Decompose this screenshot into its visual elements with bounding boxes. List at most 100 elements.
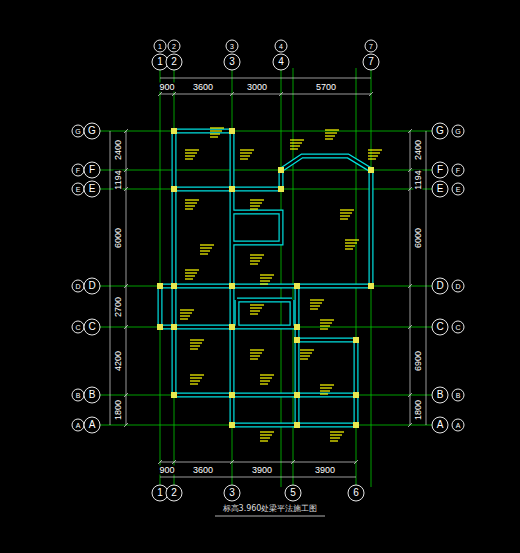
beam-core bbox=[160, 326, 297, 329]
axis-bubble bbox=[452, 125, 464, 137]
column bbox=[157, 283, 163, 289]
annotation-mark bbox=[190, 380, 200, 381]
dimension-text: 900 bbox=[158, 466, 175, 475]
tick bbox=[124, 284, 128, 288]
drawing-caption: 标高3.960处梁平法施工图 bbox=[223, 505, 318, 513]
column bbox=[294, 283, 300, 289]
annotation-mark bbox=[185, 205, 195, 206]
axis-label: B bbox=[437, 390, 444, 400]
axis-bubble bbox=[285, 485, 301, 501]
columns bbox=[157, 128, 374, 428]
annotation-mark bbox=[250, 313, 258, 314]
annotation-mark bbox=[250, 310, 260, 311]
axis-bubbles bbox=[72, 40, 464, 501]
column bbox=[278, 186, 284, 192]
dimension-text: 1800 bbox=[114, 399, 123, 421]
tick bbox=[230, 92, 234, 96]
axis-label: D bbox=[88, 281, 95, 291]
axis-bubble bbox=[72, 125, 84, 137]
beam-core bbox=[159, 286, 162, 327]
axis-label: D bbox=[455, 283, 460, 290]
tick bbox=[124, 423, 128, 427]
annotation-mark bbox=[210, 136, 218, 137]
column bbox=[353, 392, 359, 398]
annotation-mark bbox=[190, 345, 200, 346]
beam-outline bbox=[295, 286, 300, 425]
annotation-mark bbox=[325, 135, 335, 136]
column bbox=[294, 422, 300, 428]
annotation-mark bbox=[310, 299, 324, 300]
axis-label: E bbox=[437, 184, 444, 194]
annotation-mark bbox=[240, 149, 254, 150]
annotation-mark bbox=[250, 307, 262, 308]
tick bbox=[408, 393, 412, 397]
axis-bubble bbox=[432, 181, 448, 197]
tick bbox=[354, 460, 358, 464]
axis-bubble bbox=[168, 40, 180, 52]
annotation-mark bbox=[260, 437, 270, 438]
beam-outline bbox=[174, 393, 356, 398]
column bbox=[171, 186, 177, 192]
beam-outline bbox=[174, 187, 281, 192]
annotation-mark bbox=[200, 253, 208, 254]
axis-bubble bbox=[84, 319, 100, 335]
axis-bubble bbox=[363, 54, 379, 70]
annotation-mark bbox=[185, 158, 193, 159]
axis-label: D bbox=[75, 283, 80, 290]
annotation-mark bbox=[180, 318, 188, 319]
annotation-mark bbox=[345, 248, 353, 249]
axis-bubble bbox=[452, 321, 464, 333]
column bbox=[171, 392, 177, 398]
annotation-mark bbox=[185, 202, 197, 203]
annotation-mark bbox=[368, 155, 378, 156]
column bbox=[294, 324, 300, 330]
dimension-text: 2400 bbox=[114, 139, 123, 161]
column bbox=[229, 186, 235, 192]
beam-core bbox=[231, 131, 234, 425]
annotation-mark bbox=[240, 155, 250, 156]
axis-bubble bbox=[84, 162, 100, 178]
annotation-mark bbox=[250, 358, 258, 359]
annotation-mark bbox=[300, 358, 308, 359]
beam-outline bbox=[232, 212, 281, 243]
axis-label: F bbox=[456, 167, 460, 174]
axis-label: F bbox=[89, 165, 95, 175]
tick bbox=[408, 168, 412, 172]
annotation-mark bbox=[320, 319, 334, 320]
axis-label: F bbox=[437, 165, 443, 175]
beam-outline bbox=[232, 423, 356, 428]
annotation-mark bbox=[320, 390, 330, 391]
tick bbox=[124, 129, 128, 133]
column bbox=[229, 392, 235, 398]
column bbox=[294, 392, 300, 398]
beam-outline bbox=[160, 284, 371, 289]
annotation-mark bbox=[330, 440, 338, 441]
axis-label: B bbox=[456, 392, 461, 399]
annotation-mark bbox=[200, 250, 210, 251]
annotation-mark bbox=[190, 339, 204, 340]
dimension-lines bbox=[110, 78, 426, 477]
annotation-mark bbox=[185, 199, 199, 200]
beam-core bbox=[174, 188, 281, 191]
axis-bubble bbox=[84, 181, 100, 197]
dimension-text: 6000 bbox=[414, 227, 423, 249]
axis-label: G bbox=[75, 128, 80, 135]
annotation-mark bbox=[190, 342, 202, 343]
axis-label: 5 bbox=[290, 488, 296, 498]
axis-label: 3 bbox=[229, 488, 235, 498]
beam-outline bbox=[172, 131, 177, 395]
axis-label: 1 bbox=[157, 488, 163, 498]
dimension-line bbox=[160, 477, 356, 478]
axis-label: G bbox=[88, 126, 96, 136]
axis-bubble bbox=[166, 485, 182, 501]
annotation-mark bbox=[185, 155, 195, 156]
axis-label: F bbox=[76, 167, 80, 174]
axis-bubble bbox=[432, 123, 448, 139]
annotation-mark bbox=[345, 245, 355, 246]
annotation-mark bbox=[250, 260, 260, 261]
tick bbox=[124, 325, 128, 329]
annotation-mark bbox=[345, 239, 359, 240]
annotation-mark bbox=[320, 325, 330, 326]
dimension-line bbox=[160, 94, 371, 95]
